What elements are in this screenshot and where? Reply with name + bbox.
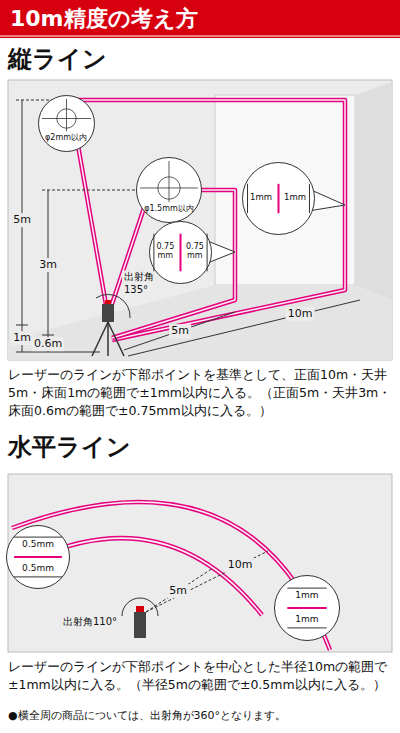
note: ●横全周の商品については、出射角が360°となります。 [8,708,392,724]
title-bar [0,0,400,38]
dimension-label: 1m [11,331,33,345]
tolerance-text: 1mm [295,591,318,601]
magnifier-circle: 0.5mm 0.5mm [6,525,70,589]
laser-lines [70,100,345,340]
tolerance-text: 0.5mm [22,564,54,574]
magnifier-circle: 1mm 1mm [274,575,340,641]
description: レーザーのラインが下部ポイントを中心とした半径10mの範囲で±1mm以内に入る。… [8,658,392,694]
section-heading: 水平ライン [8,432,131,462]
section-heading: 縦ライン [8,44,107,74]
tolerance-text: 0.75 mm [156,243,174,261]
laser-unit [134,606,146,638]
radius-lines [122,551,268,616]
dimension-label: 5m [169,324,191,338]
tolerance-text: φ1.5mm以内 [144,205,194,214]
title-text: 10m精度の考え方 [10,5,198,33]
magnifier-circle: φ1.5mm以内 [136,157,202,223]
magnifier-circle: 0.75 mm 0.75 mm [149,221,212,284]
dimension-label: 3m [37,258,59,272]
dimension-label: 10m [226,558,255,572]
dimension-lines [16,100,360,356]
tripod [92,300,124,356]
tolerance-text: φ2mm以内 [45,134,87,143]
tolerance-text: 0.5mm [22,540,54,550]
angle-label: 出射角110° [61,616,119,629]
dimension-label: 5m [11,213,33,227]
description: レーザーのラインが下部ポイントを基準として、正面10m・天井5m・床面1mの範囲… [8,366,392,420]
dimension-label: 10m [286,307,315,321]
circle-outline [274,575,340,641]
title-rule [0,36,400,37]
circle-outline [6,525,70,589]
circle-outline [38,95,95,152]
tolerance-text: 1mm [295,615,318,625]
magnifier-circle: φ2mm以内 [38,95,95,152]
tolerance-text: 0.75 mm [186,243,204,261]
tolerance-text: 1mm [284,193,306,202]
tolerance-text: 1mm [250,193,272,202]
dimension-label: 0.6m [32,337,64,351]
dimension-label: 5m [167,584,189,598]
magnifier-circle: 1mm 1mm [242,162,315,235]
room-illustration [8,80,392,360]
angle-label: 出射角 135° [122,271,162,296]
